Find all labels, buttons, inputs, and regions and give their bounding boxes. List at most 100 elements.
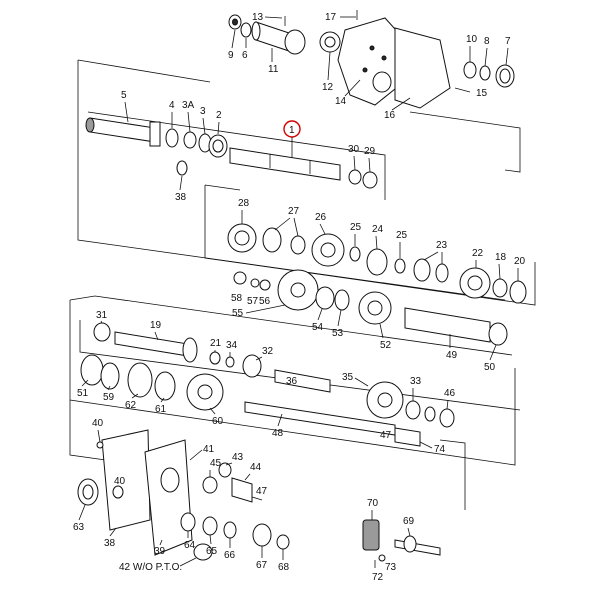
- frame-gears: [204, 185, 536, 306]
- part-57-ball: [250, 278, 260, 288]
- callout-56: 56: [259, 296, 271, 307]
- callout-5: 5: [121, 90, 127, 101]
- part-32-bearing: [242, 354, 262, 378]
- part-43-seal: [218, 462, 232, 478]
- callout-34: 34: [226, 340, 238, 351]
- callout-26: 26: [315, 212, 327, 223]
- callout-49: 49: [446, 350, 458, 361]
- callouts: 13 17 9 6 11 12 14 10 8 7 15 16 5 4 3A 3…: [73, 12, 526, 583]
- callout-51: 51: [77, 388, 89, 399]
- part-40-plug: [112, 485, 124, 499]
- part-44-cap: [231, 477, 253, 503]
- callout-16: 16: [384, 110, 396, 121]
- gear-group: [227, 223, 527, 304]
- part-47-bolt: [251, 496, 263, 501]
- part-61-bearing: [154, 371, 176, 401]
- callout-48: 48: [272, 428, 284, 439]
- callout-47: 47: [380, 430, 392, 441]
- part-29-ring: [362, 171, 378, 189]
- callout-74: 74: [434, 444, 446, 455]
- part-53-bearing: [334, 289, 350, 311]
- part-42-cap: [193, 543, 213, 561]
- callout-53: 53: [332, 328, 344, 339]
- part-21-washer: [209, 351, 221, 365]
- callout-42-wo-pto: 42 W/O P.T.O.: [119, 562, 182, 573]
- callout-38: 38: [175, 192, 187, 203]
- part-4-snap-ring: [165, 128, 179, 148]
- callout-40-bottom: 40: [114, 476, 126, 487]
- part-40-pin: [96, 441, 104, 449]
- callout-23: 23: [436, 240, 448, 251]
- part-8-ring: [479, 65, 491, 81]
- callout-20: 20: [514, 256, 526, 267]
- part-34-ring: [225, 356, 235, 368]
- part-58-washer: [233, 271, 247, 285]
- callout-61: 61: [155, 404, 167, 415]
- shifter-group: [362, 519, 441, 568]
- callout-33: 33: [410, 376, 422, 387]
- part-67-bearing: [252, 523, 272, 547]
- callout-11: 11: [268, 64, 279, 75]
- callout-22: 22: [472, 248, 484, 259]
- callout-35: 35: [342, 372, 354, 383]
- callout-59: 59: [103, 392, 115, 403]
- callout-31: 31: [96, 310, 108, 321]
- callout-70: 70: [367, 498, 379, 509]
- main-shaft-group: [85, 117, 378, 189]
- callout-73: 73: [385, 562, 397, 573]
- callout-32: 32: [262, 346, 274, 357]
- callout-3: 3: [200, 106, 206, 117]
- callout-18: 18: [495, 252, 507, 263]
- part-62-ring: [127, 362, 153, 398]
- part-54-ring: [315, 286, 335, 310]
- callout-62: 62: [125, 400, 137, 411]
- callout-12: 12: [322, 82, 334, 93]
- callout-15: 15: [476, 88, 488, 99]
- callout-9: 9: [228, 50, 234, 61]
- part-27-bearing: [262, 227, 282, 253]
- frame-top-right: [409, 111, 521, 173]
- part-68-snap-ring: [276, 534, 290, 550]
- callout-30: 30: [348, 144, 360, 155]
- callout-14: 14: [335, 96, 347, 107]
- callout-8: 8: [484, 36, 490, 47]
- part-27-cone: [290, 235, 306, 255]
- callout-66: 66: [224, 550, 236, 561]
- callout-44: 44: [250, 462, 262, 473]
- callout-17: 17: [325, 12, 337, 23]
- callout-24: 24: [372, 224, 384, 235]
- part-19-countershaft: [114, 331, 189, 357]
- part-18-ring: [492, 278, 508, 298]
- callout-69: 69: [403, 516, 415, 527]
- callout-36: 36: [286, 376, 298, 387]
- part-32-shaft: [274, 369, 331, 393]
- callout-64: 64: [184, 540, 196, 551]
- pto-cover-group: [77, 429, 290, 561]
- callout-13: 13: [252, 12, 264, 23]
- callout-1: 1: [289, 125, 295, 136]
- part-70-gear: [362, 519, 380, 551]
- callout-6: 6: [242, 50, 248, 61]
- part-15-bolt: [454, 87, 471, 93]
- callout-41: 41: [203, 444, 215, 455]
- callout-27: 27: [288, 206, 300, 217]
- callout-4: 4: [169, 100, 175, 111]
- callout-47-bottom: 47: [256, 486, 268, 497]
- frame-pto-right: [439, 439, 466, 510]
- callout-50: 50: [484, 362, 496, 373]
- part-20-bearing: [509, 280, 527, 304]
- part-16-gasket: [394, 27, 451, 109]
- part-56-ring: [259, 279, 271, 291]
- callout-60: 60: [212, 416, 224, 427]
- callout-65: 65: [206, 546, 218, 557]
- frame-gears-top: [204, 184, 241, 191]
- part-45-ring: [202, 476, 218, 494]
- part-50-bearing: [488, 322, 508, 346]
- callout-21: 21: [210, 338, 222, 349]
- callout-72: 72: [372, 572, 384, 583]
- frame-top-left: [77, 60, 506, 301]
- part-25-washer: [349, 246, 361, 262]
- part-64-ring: [180, 512, 196, 532]
- callout-46: 46: [444, 388, 456, 399]
- part-10-race: [463, 61, 477, 79]
